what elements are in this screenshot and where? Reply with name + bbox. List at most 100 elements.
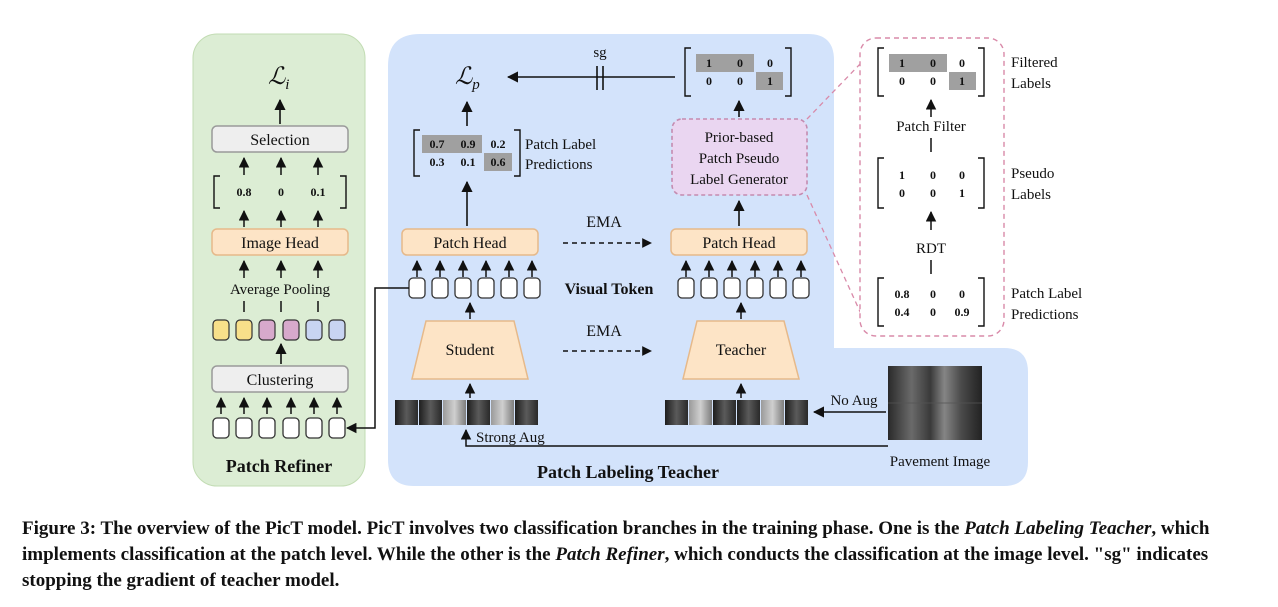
svg-text:0: 0: [899, 74, 905, 88]
clustering-label: Clustering: [247, 372, 314, 389]
generator-line-3: Label Generator: [690, 172, 788, 188]
predictions-label-line1: Patch Label: [525, 137, 596, 153]
svg-text:0: 0: [959, 168, 965, 182]
visual-token-label: Visual Token: [565, 281, 654, 298]
caption-part-3: , which conducts the classification at t…: [22, 544, 1209, 591]
svg-text:1: 1: [959, 186, 965, 200]
teacher-encoder: [682, 320, 800, 380]
clustered-tokens: [212, 319, 346, 341]
teacher-predictions-matrix: 0.7 0.9 0.2 0.3 0.1 0.6: [413, 129, 521, 177]
detail-filtered-labels: 1 0 0 0 0 1: [877, 47, 985, 97]
student-token-arrows: [411, 259, 538, 277]
pict-overview-diagram: ℒi Selection 0.8 0 0.1 Image Head Averag…: [192, 33, 1082, 487]
svg-text:0.4: 0.4: [895, 305, 910, 319]
generator-line-1: Prior-based: [705, 130, 774, 146]
caption-emphasis-2: Patch Refiner: [555, 544, 665, 565]
svg-text:1: 1: [899, 56, 905, 70]
svg-text:0: 0: [959, 56, 965, 70]
svg-text:0: 0: [899, 186, 905, 200]
patch-filter-label: Patch Filter: [896, 119, 966, 135]
predictions-label-line2: Predictions: [525, 157, 593, 173]
svg-text:0.1: 0.1: [461, 155, 476, 169]
svg-text:0.2: 0.2: [491, 137, 506, 151]
image-head-label: Image Head: [241, 235, 319, 252]
svg-text:0: 0: [767, 56, 773, 70]
score-1: 0: [278, 185, 284, 199]
svg-text:1: 1: [959, 74, 965, 88]
svg-text:1: 1: [767, 74, 773, 88]
image-head-box: [211, 228, 349, 256]
svg-text:0.8: 0.8: [895, 287, 910, 301]
pavement-image-label: Pavement Image: [890, 454, 991, 470]
teacher-loss: ℒp: [455, 64, 480, 93]
svg-text:0.9: 0.9: [461, 137, 476, 151]
detail-prediction-matrix: 0.8 0 0 0.4 0 0.9: [877, 277, 985, 327]
score-2: 0.1: [311, 185, 326, 199]
svg-text:0.6: 0.6: [491, 155, 506, 169]
student-patch-head-label: Patch Head: [433, 235, 506, 252]
svg-text:1: 1: [706, 56, 712, 70]
no-aug-label: No Aug: [830, 393, 878, 409]
refiner-loss: ℒi: [268, 64, 289, 93]
teacher-patch-head-box: [670, 228, 808, 256]
detail-predictions-line1: Patch Label: [1011, 286, 1082, 302]
patch-labeling-teacher-panel: ℒp sg 1 0 0 0 0 1 Prior-based Patch Pseu…: [345, 34, 1028, 486]
svg-text:0: 0: [930, 186, 936, 200]
strong-aug-connector: [460, 428, 888, 447]
svg-text:0: 0: [706, 74, 712, 88]
average-pooling-label: Average Pooling: [230, 282, 331, 298]
rdt-label: RDT: [916, 241, 946, 257]
student-label: Student: [446, 342, 495, 359]
svg-text:0.9: 0.9: [955, 305, 970, 319]
svg-text:0.7: 0.7: [430, 137, 445, 151]
filtered-labels-line2: Labels: [1011, 76, 1051, 92]
caption-part-2: , which implements classification at the…: [22, 518, 1210, 565]
no-aug-patches: [665, 400, 808, 425]
pavement-image: [888, 366, 982, 440]
strong-aug-patches: [395, 400, 538, 425]
selection-box: [211, 125, 349, 153]
generator-detail-panel: 1 0 0 0 0 1 Filtered Labels Patch Filter…: [806, 37, 1082, 337]
token-transfer-connector: [345, 287, 409, 434]
teacher-filtered-labels: 1 0 0 0 0 1: [684, 47, 792, 97]
patch-refiner-panel: ℒi Selection 0.8 0 0.1 Image Head Averag…: [192, 33, 366, 487]
teacher-loss-sub: p: [471, 77, 480, 93]
svg-text:1: 1: [899, 168, 905, 182]
student-visual-tokens: [408, 277, 541, 299]
teacher-visual-tokens: [677, 277, 810, 299]
figure-caption: Figure 3: The overview of the PicT model…: [22, 516, 1258, 594]
svg-text:0: 0: [930, 168, 936, 182]
svg-text:0: 0: [959, 287, 965, 301]
filtered-labels-line1: Filtered: [1011, 55, 1058, 71]
teacher-token-arrows: [680, 259, 807, 277]
refiner-loss-sub: i: [285, 77, 289, 93]
detail-predictions-line2: Predictions: [1011, 307, 1079, 323]
clustering-input-arrows: [215, 396, 343, 414]
score-0: 0.8: [237, 185, 252, 199]
pseudo-labels-line2: Labels: [1011, 187, 1051, 203]
teacher-patch-head-label: Patch Head: [702, 235, 775, 252]
clustering-box: [211, 365, 349, 393]
strong-aug-label: Strong Aug: [476, 430, 545, 446]
selection-label: Selection: [250, 132, 310, 149]
student-encoder: [411, 320, 529, 380]
caption-part-1: Figure 3: The overview of the PicT model…: [22, 518, 965, 539]
svg-text:0: 0: [930, 56, 936, 70]
svg-text:0: 0: [930, 305, 936, 319]
svg-text:0: 0: [930, 74, 936, 88]
refiner-tokens: [212, 417, 346, 439]
svg-text:0: 0: [930, 287, 936, 301]
student-patch-head-box: [401, 228, 539, 256]
svg-text:0: 0: [737, 74, 743, 88]
sg-label: sg: [593, 45, 607, 61]
pseudo-label-generator-box: [671, 118, 808, 196]
ema-top-label: EMA: [586, 214, 622, 231]
teacher-label: Teacher: [716, 342, 767, 359]
ema-bottom-label: EMA: [586, 323, 622, 340]
detail-pseudo-labels: 1 0 0 0 0 1: [877, 157, 985, 209]
caption-emphasis-1: Patch Labeling Teacher: [964, 518, 1152, 539]
svg-text:0.3: 0.3: [430, 155, 445, 169]
generator-line-2: Patch Pseudo: [699, 151, 779, 167]
pseudo-labels-line1: Pseudo: [1011, 166, 1054, 182]
patch-labeling-teacher-title: Patch Labeling Teacher: [537, 462, 719, 482]
